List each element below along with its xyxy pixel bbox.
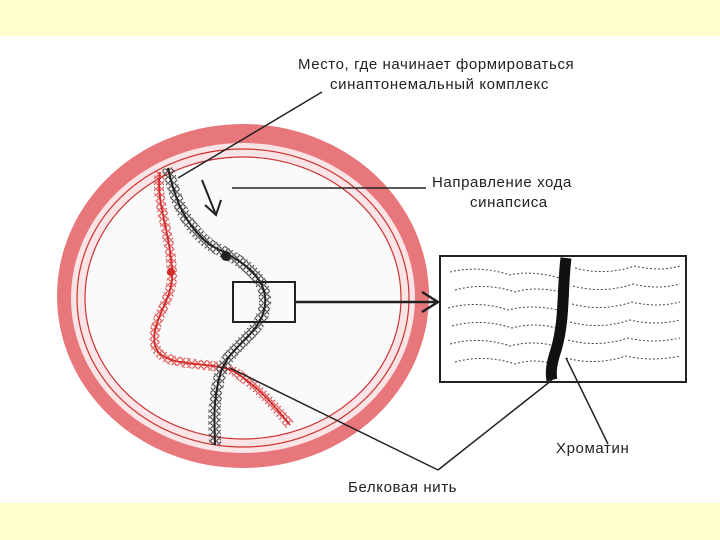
leader-protein-thread-2 xyxy=(437,379,553,471)
black-homolog xyxy=(162,166,272,446)
zoom-arrowhead xyxy=(421,290,441,314)
label-protein-thread: Белковая нить xyxy=(348,479,458,496)
black-centromere xyxy=(221,251,231,261)
label-chromatin: Хроматин xyxy=(556,440,630,457)
label-synapsis-direction-line2: синапсиса xyxy=(470,194,548,211)
red-axis xyxy=(153,171,291,426)
black-axis xyxy=(167,167,267,446)
chromatin-core xyxy=(545,257,572,382)
label-sc-start-line2: синаптонемальный комплекс xyxy=(330,76,549,93)
magnified-inset xyxy=(439,255,687,383)
leader-sc-start xyxy=(177,91,323,179)
label-synapsis-direction-line1: Направление хода xyxy=(432,174,572,191)
top-band xyxy=(0,0,720,36)
inner-membrane-1 xyxy=(76,148,410,448)
chromatin-fibers xyxy=(447,265,681,365)
synapsis-arrow xyxy=(201,179,222,217)
bottom-band xyxy=(0,503,720,540)
leader-chromatin xyxy=(565,357,609,445)
leader-protein-thread-1 xyxy=(229,367,439,471)
nucleoplasm xyxy=(84,156,402,440)
label-sc-start-line1: Место, где начинает формироваться xyxy=(298,56,575,73)
nucleus xyxy=(57,124,429,468)
red-centromere xyxy=(167,268,175,276)
red-homolog xyxy=(149,171,294,429)
